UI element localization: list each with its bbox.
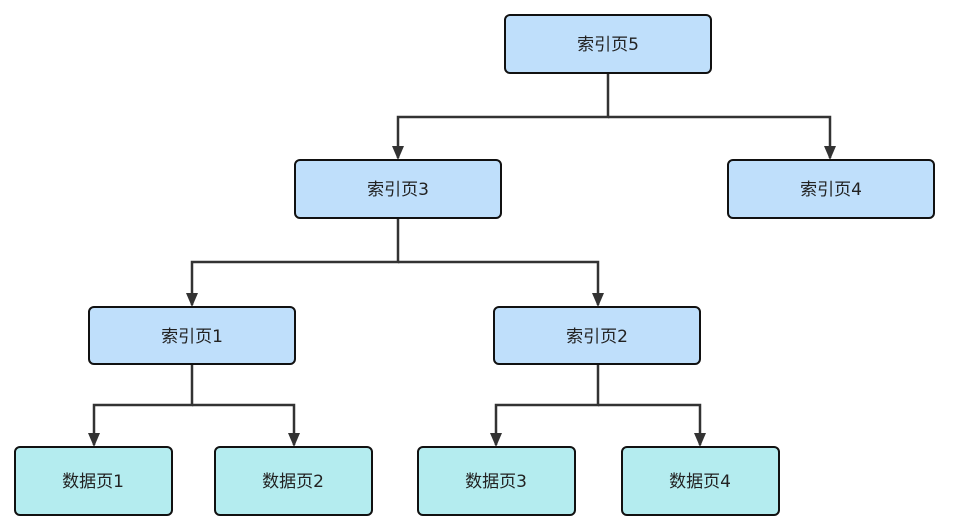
- node-label: 索引页3: [367, 180, 429, 200]
- connector-index5-index4: [608, 115, 836, 160]
- node-index-page-3: 索引页3: [294, 159, 502, 219]
- connectors: [88, 73, 836, 447]
- node-index-page-5: 索引页5: [504, 14, 712, 74]
- connector-index1-data1: [88, 364, 194, 447]
- node-data-page-2: 数据页2: [214, 446, 373, 516]
- connector-index2-data4: [598, 403, 706, 447]
- node-data-page-1: 数据页1: [14, 446, 173, 516]
- node-data-page-4: 数据页4: [621, 446, 780, 516]
- connector-index5-index3: [392, 73, 610, 160]
- node-index-page-2: 索引页2: [493, 306, 701, 365]
- connector-index3-index1: [186, 218, 400, 307]
- node-label: 数据页1: [62, 472, 124, 492]
- connector-index3-index2: [398, 260, 604, 307]
- node-label: 索引页4: [800, 180, 862, 200]
- node-label: 索引页1: [161, 327, 223, 347]
- node-label: 数据页2: [262, 472, 324, 492]
- node-label: 数据页4: [669, 472, 731, 492]
- node-label: 索引页5: [577, 35, 639, 55]
- node-data-page-3: 数据页3: [417, 446, 576, 516]
- node-index-page-1: 索引页1: [88, 306, 296, 365]
- node-index-page-4: 索引页4: [727, 159, 935, 219]
- node-label: 索引页2: [566, 327, 628, 347]
- connector-index1-data2: [192, 403, 300, 447]
- connector-index2-data3: [490, 364, 600, 447]
- node-label: 数据页3: [465, 472, 527, 492]
